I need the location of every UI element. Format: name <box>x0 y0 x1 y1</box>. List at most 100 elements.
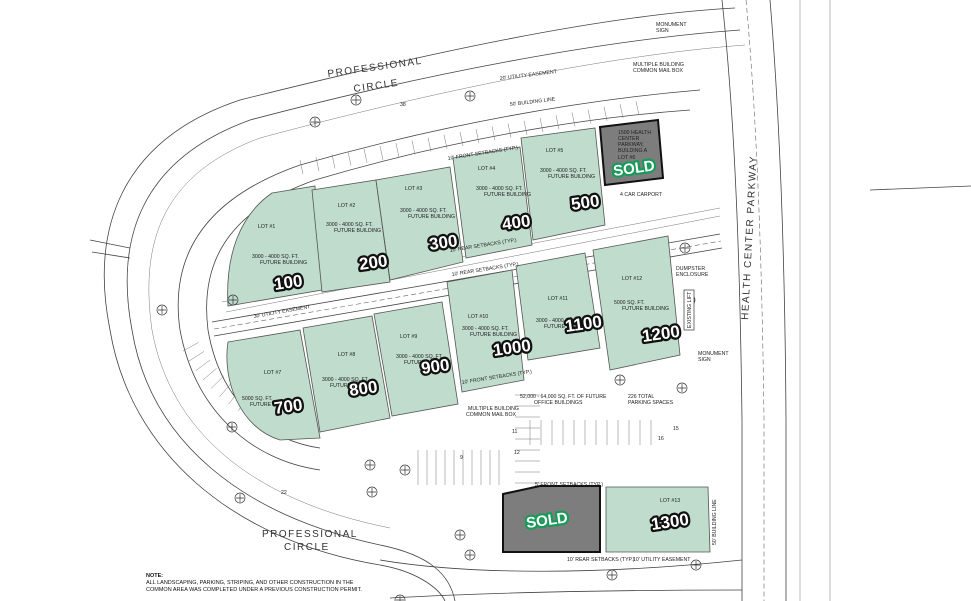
tree-icon <box>454 529 466 541</box>
lot8-label: LOT #8 <box>338 352 355 358</box>
lot4-number: 400 <box>501 211 532 234</box>
lot1-number: 100 <box>273 271 304 294</box>
lot1-description: 3000 - 4000 SQ. FT.FUTURE BUILDING <box>252 254 307 266</box>
lot-10-parcel[interactable] <box>446 269 525 393</box>
tree-icon <box>679 242 691 254</box>
lot-5-parcel[interactable] <box>520 127 606 241</box>
tree-icon <box>394 594 406 601</box>
lot-2-parcel[interactable] <box>311 179 391 293</box>
street-name-health-center-parkway: HEALTH CENTER PARKWAY <box>740 155 760 320</box>
lot-13-parcel[interactable] <box>605 486 711 553</box>
parking-stripe <box>619 103 624 119</box>
parking-count-2: 11 <box>512 429 517 435</box>
lot12-description: 5000 SQ. FT.FUTURE BUILDING <box>614 300 669 312</box>
lot-6-label: LOT #6 <box>618 155 635 161</box>
tree-icon-mark <box>236 494 244 502</box>
tree-icon <box>227 294 239 306</box>
lot-9-parcel[interactable] <box>373 301 459 417</box>
tree-icon <box>309 116 321 128</box>
tree-icon-mark <box>678 384 686 392</box>
building-line-top-label: 50' BUILDING LINE <box>510 96 557 108</box>
lot8-number: 800 <box>348 377 379 400</box>
parking-stripe <box>571 112 576 127</box>
tree-icon-mark <box>352 96 360 104</box>
lot-3-parcel[interactable] <box>375 166 464 281</box>
tree-icon <box>676 382 688 394</box>
parking-stripe <box>195 359 211 372</box>
lot5-label: LOT #5 <box>546 148 563 154</box>
lot11-label: LOT #11 <box>548 296 568 302</box>
lot7-description: 5000 SQ. FT.FUTURE BUILDING <box>242 396 297 408</box>
street-name-professional-circle-bottom: PROFESSIONAL <box>262 529 358 540</box>
parking-stripe <box>411 140 416 155</box>
lot4-description: 3000 - 4000 SQ. FT.FUTURE BUILDING <box>476 186 531 198</box>
construction-note: NOTE: ALL LANDSCAPING, PARKING, STRIPING… <box>146 573 362 593</box>
lot2-description: 3000 - 4000 SQ. FT.FUTURE BUILDING <box>326 222 381 234</box>
parking-stripe <box>188 351 205 362</box>
tree-icon <box>606 569 618 581</box>
lot10-number: 1000 <box>492 336 532 360</box>
tree-icon-mark <box>681 244 689 252</box>
lot-4-parcel[interactable] <box>452 146 533 259</box>
lot13-label: LOT #13 <box>660 498 680 504</box>
lot12-label: LOT #12 <box>622 276 642 282</box>
tree-icon-mark <box>366 461 374 469</box>
parking-count-5: 12 <box>514 450 520 456</box>
bottom-sold-parcel[interactable] <box>502 485 601 553</box>
lot-7-parcel[interactable] <box>226 329 321 441</box>
note-line-1: ALL LANDSCAPING, PARKING, STRIPING, AND … <box>146 580 354 586</box>
parking-count-6: 22 <box>281 490 287 496</box>
parking-stripe <box>555 115 560 130</box>
lot-parcels <box>226 118 711 553</box>
lot3-label: LOT #3 <box>405 186 422 192</box>
parking-stripe <box>587 109 592 124</box>
tree-icon-mark <box>608 571 616 579</box>
tree-icon-mark <box>158 306 166 314</box>
lot10-label: LOT #10 <box>468 314 488 320</box>
utility-easement-mid-label: 30' UTILITY EASEMENT <box>253 304 311 320</box>
lot9-label: LOT #9 <box>400 334 417 340</box>
lot2-number: 200 <box>358 251 389 274</box>
lot5-description: 3000 - 4000 SQ. FT.FUTURE BUILDING <box>540 168 595 180</box>
parking-stripe <box>507 123 512 138</box>
parking-stripe <box>539 117 544 133</box>
street-name-professional-circle-bottom-line2: CIRCLE <box>284 542 330 553</box>
street-name-professional-circle-top-line2: CIRCLE <box>353 78 400 95</box>
tree-icon <box>226 421 238 433</box>
carport-label: 4 CAR CARPORT <box>620 192 663 198</box>
parking-stripe <box>363 148 368 163</box>
tree-icon <box>366 486 378 498</box>
lot2-label: LOT #2 <box>338 203 355 209</box>
tree-icon <box>464 90 476 102</box>
tree-icon-mark <box>466 92 474 100</box>
tree-icon <box>234 492 246 504</box>
parking-stripe <box>635 101 640 116</box>
parking-stripe <box>219 382 232 397</box>
tree-icon-mark <box>229 296 237 304</box>
tree-icon <box>690 559 702 571</box>
lift-station-label: EXISTING LIFT <box>687 291 693 328</box>
lot9-number: 900 <box>420 355 451 378</box>
parking-stripe <box>427 137 432 152</box>
lot11-description: 3000 - 4000 SQ. FT.FUTURE BUILDING <box>536 318 591 330</box>
lot-6-sold-parcel[interactable] <box>598 118 665 187</box>
tree-icon-mark <box>311 118 319 126</box>
parking-stripe <box>299 159 304 175</box>
tree-icon-mark <box>368 488 376 496</box>
parking-stripe <box>475 129 480 144</box>
lot3-description: 3000 - 4000 SQ. FT.FUTURE BUILDING <box>400 208 455 220</box>
lot-1-parcel[interactable] <box>227 185 323 307</box>
parking-stripe <box>459 131 464 147</box>
parking-stripe <box>210 375 224 389</box>
rear-setbacks-bottom-label: 10' REAR SETBACKS (TYP.) <box>567 557 635 563</box>
lot-8-parcel[interactable] <box>302 315 391 433</box>
tree-icon <box>156 304 168 316</box>
front-setbacks-bottom-label: 5' FRONT SETBACKS (TYP.) <box>535 482 603 488</box>
lot-12-parcel[interactable] <box>592 235 681 371</box>
lot-11-parcel[interactable] <box>515 252 601 361</box>
